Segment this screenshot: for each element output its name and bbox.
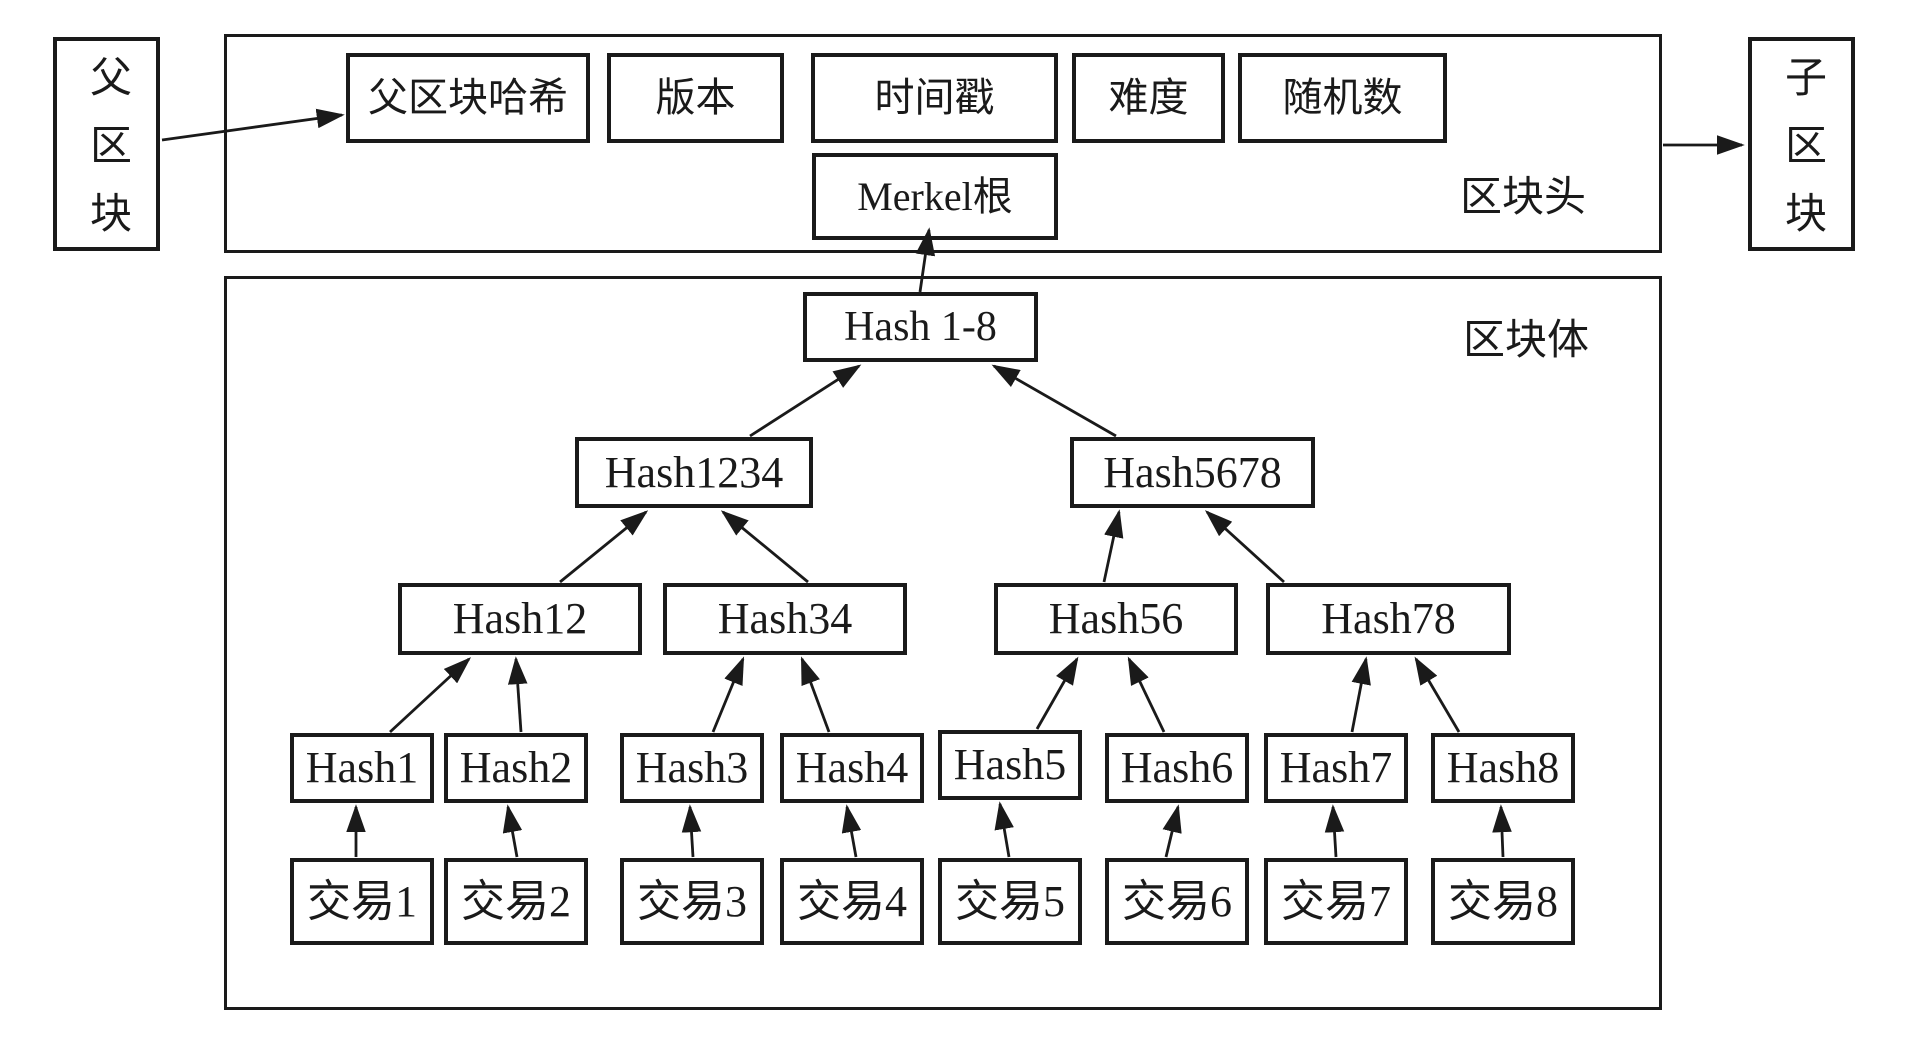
transaction-box-1: 交易1 (290, 858, 434, 945)
tree-node-hash3: Hash3 (620, 733, 764, 803)
tree-node-hash12: Hash12 (398, 583, 642, 655)
tree-node-hash5678: Hash5678 (1070, 437, 1315, 508)
tree-node-hash8: Hash8 (1431, 733, 1575, 803)
tree-node-hash6: Hash6 (1105, 733, 1249, 803)
transaction-box-3: 交易3 (620, 858, 764, 945)
transaction-box-4: 交易4 (780, 858, 924, 945)
tree-node-hash78: Hash78 (1266, 583, 1511, 655)
child-block-box: 子区块 (1748, 37, 1855, 259)
transaction-box-6: 交易6 (1105, 858, 1249, 945)
tree-root-hash-box: Hash 1-8 (803, 292, 1038, 362)
transaction-box-8: 交易8 (1431, 858, 1575, 945)
header-field-timestamp: 时间戳 (811, 53, 1058, 143)
tree-node-hash34: Hash34 (663, 583, 907, 655)
block-header-label: 区块头 (1459, 175, 1587, 221)
transaction-box-7: 交易7 (1264, 858, 1408, 945)
tree-node-hash56: Hash56 (994, 583, 1238, 655)
tree-node-hash1234: Hash1234 (575, 437, 813, 508)
transaction-box-2: 交易2 (444, 858, 588, 945)
tree-node-hash4: Hash4 (780, 733, 924, 803)
tree-node-hash5: Hash5 (938, 730, 1082, 800)
header-field-difficulty: 难度 (1072, 53, 1225, 143)
parent-block-box: 父区块 (53, 37, 160, 259)
tree-node-hash1: Hash1 (290, 733, 434, 803)
header-field-nonce: 随机数 (1238, 53, 1447, 143)
header-field-version: 版本 (607, 53, 784, 143)
tree-node-hash7: Hash7 (1264, 733, 1408, 803)
transaction-box-5: 交易5 (938, 858, 1082, 945)
child-block-label: 子区块 (1778, 55, 1825, 259)
parent-block-label: 父区块 (83, 55, 130, 259)
merkle-root-box: Merkel根 (812, 153, 1058, 240)
tree-node-hash2: Hash2 (444, 733, 588, 803)
block-body-label: 区块体 (1462, 318, 1590, 364)
header-field-parent-hash: 父区块哈希 (346, 53, 590, 143)
